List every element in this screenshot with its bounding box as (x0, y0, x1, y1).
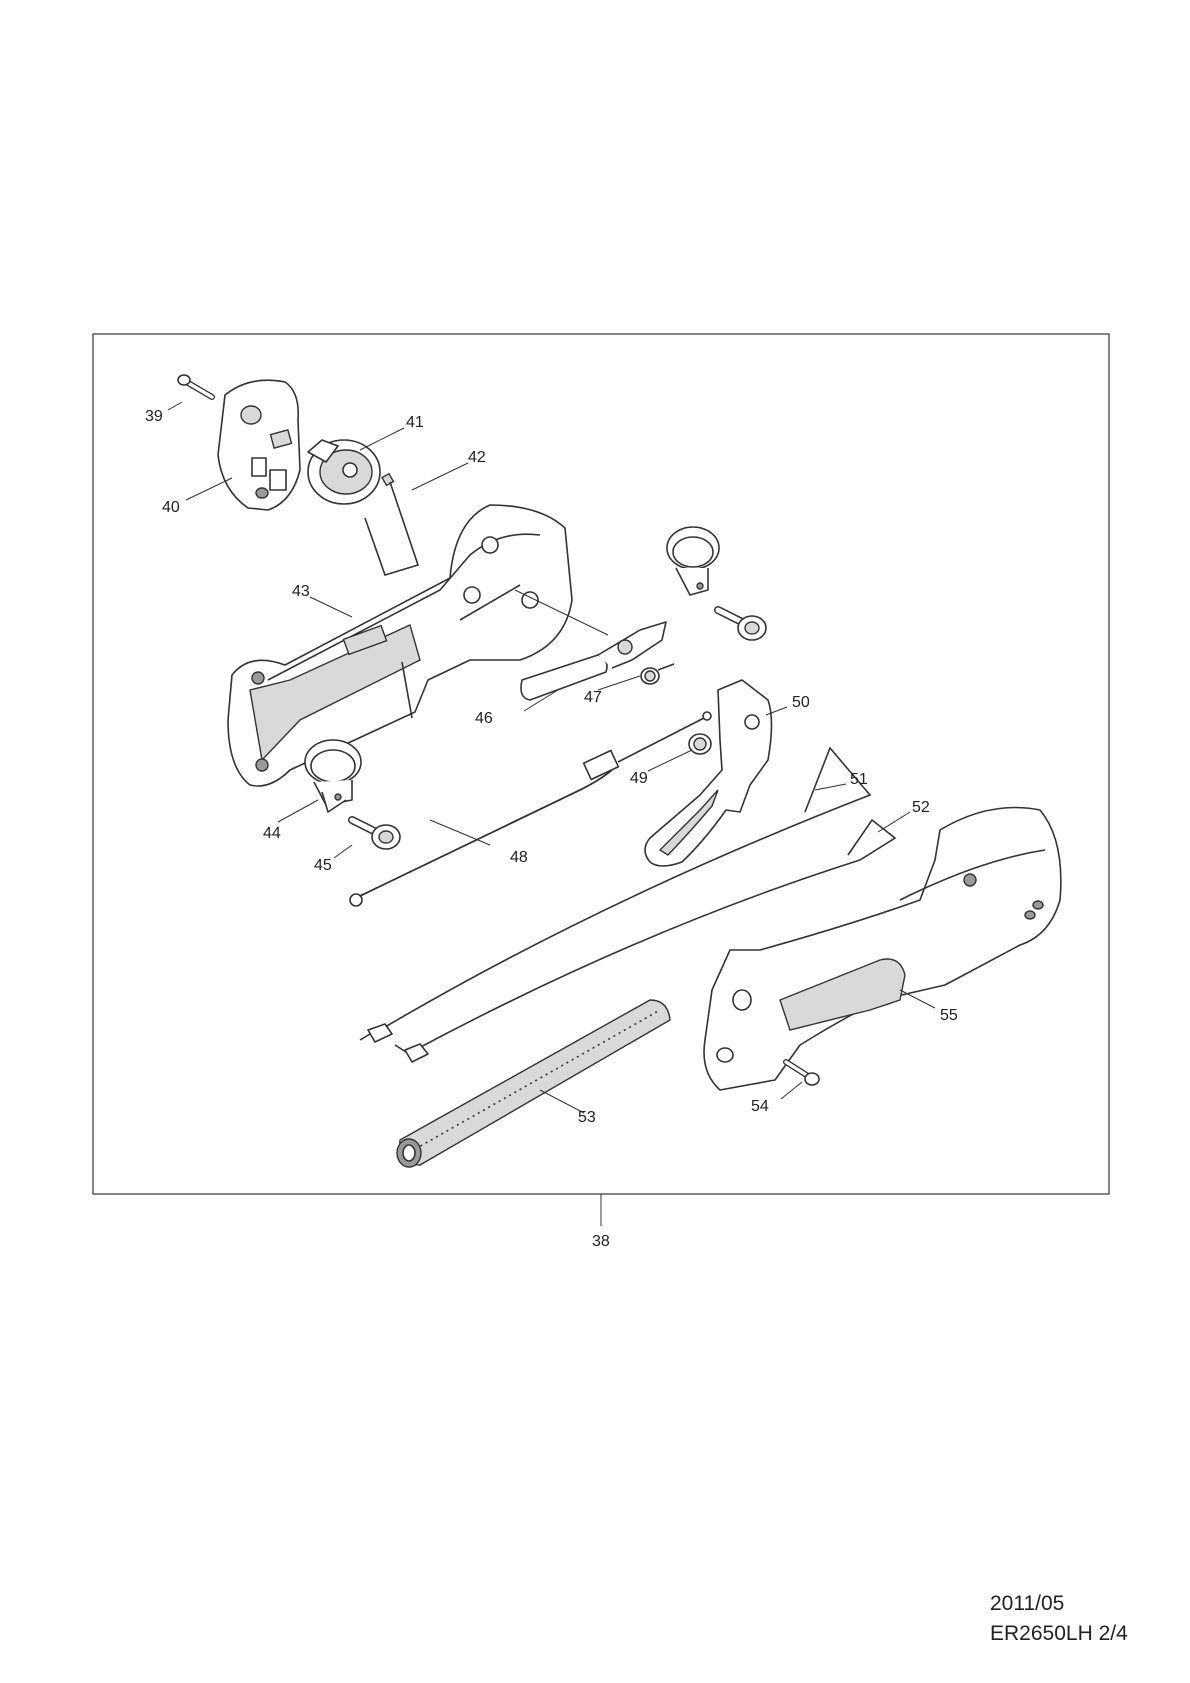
part-42-clip (364, 472, 420, 576)
part-39-screw (177, 374, 215, 400)
footer-date: 2011/05 (990, 1592, 1065, 1615)
callout-55: 55 (940, 1007, 958, 1024)
callout-52: 52 (912, 799, 930, 816)
part-44-clamp (304, 739, 362, 813)
part-50-trigger (644, 679, 773, 867)
callout-41: 41 (406, 414, 424, 431)
footer-model-page: ER2650LH 2/4 (990, 1622, 1128, 1645)
callout-48: 48 (510, 849, 528, 866)
callout-38: 38 (592, 1233, 610, 1250)
callout-53: 53 (578, 1109, 596, 1126)
part-40-cover (217, 379, 301, 511)
part-48-cable (349, 711, 712, 907)
callout-40: 40 (162, 499, 180, 516)
upper-clamp (666, 526, 767, 641)
callout-49: 49 (630, 770, 648, 787)
part-53-tube (396, 999, 671, 1168)
part-54-screw (783, 1059, 820, 1086)
leader-lines (167, 401, 936, 1226)
callout-47: 47 (584, 689, 602, 706)
callout-50: 50 (792, 694, 810, 711)
part-45-bolt (348, 816, 401, 850)
callout-42: 42 (468, 449, 486, 466)
callout-54: 54 (751, 1098, 769, 1115)
callout-43: 43 (292, 583, 310, 600)
part-46-lever (514, 589, 667, 701)
part-41-switch (307, 439, 381, 505)
callout-39: 39 (145, 408, 163, 425)
part-43-housing (227, 504, 573, 787)
callout-44: 44 (263, 825, 281, 842)
part-47-spring (640, 663, 675, 685)
callout-45: 45 (314, 857, 332, 874)
part-55-rear-handle (703, 806, 1062, 1091)
callout-51: 51 (850, 771, 868, 788)
part-51-52-wires (359, 746, 897, 1063)
callout-46: 46 (475, 710, 493, 727)
part-49-bush (688, 733, 712, 755)
